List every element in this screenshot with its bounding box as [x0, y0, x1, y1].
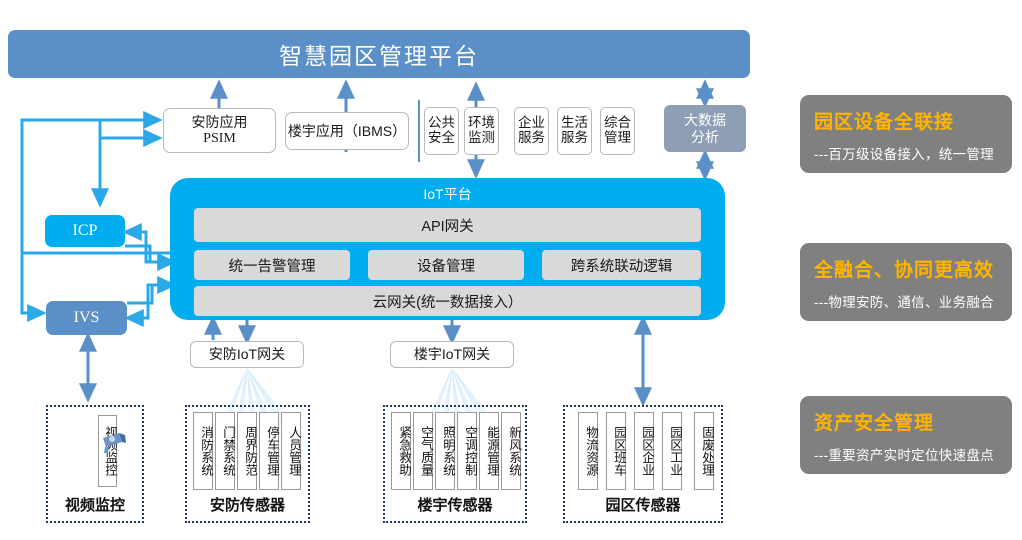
bigdata-label-line2: 分析 [691, 128, 719, 145]
feature-title: 全融合、协同更高效 [814, 260, 995, 281]
node-ivs[interactable]: IVS [46, 301, 127, 335]
sensor-cell-label: 物流资源 [584, 426, 598, 476]
group-video-monitor: 视频监控 [46, 405, 144, 523]
sensor-cell-label: 空气质量 [419, 426, 433, 476]
iot-api-gateway-label: API网关 [421, 218, 474, 235]
sensor-cell-label: 周界防范 [243, 426, 257, 476]
iot-platform-title: IoT平台 [423, 186, 472, 202]
iot-cloud-gateway-label: 云网关(统一数据接入） [372, 294, 523, 311]
camera-icon [103, 433, 126, 453]
app-label-line2: 管理 [604, 130, 631, 145]
app-label-line1: 环境 [468, 115, 495, 131]
sensor-cell-solid-waste[interactable]: 固废处理 [694, 412, 714, 490]
sensor-cell-fire-system[interactable]: 消防系统 [193, 412, 213, 490]
sensor-cell-park-enterprise[interactable]: 园区企业 [634, 412, 654, 490]
group-security-sensors: 安防传感器 [185, 405, 310, 523]
iot-cross-system-linkage-logic[interactable]: 跨系统联动逻辑 [542, 250, 701, 280]
node-icp[interactable]: ICP [45, 215, 125, 247]
sensor-cell-access-control[interactable]: 门禁系统 [215, 412, 235, 490]
node-ivs-label: IVS [73, 309, 100, 326]
sensor-cell-park-industry[interactable]: 园区工业 [662, 412, 682, 490]
app-box-enterprise-service[interactable]: 企业 服务 [514, 107, 549, 155]
page-title-bar: 智慧园区管理平台 [8, 30, 750, 78]
gateway-building-iot[interactable]: 楼宇IoT网关 [390, 341, 514, 368]
sensor-cell-perimeter-defense[interactable]: 周界防范 [237, 412, 257, 490]
sensor-cell-label: 消防系统 [199, 426, 213, 476]
group-building-sensors: 楼宇传感器 [383, 405, 527, 523]
sensor-cell-label: 紧急救助 [397, 426, 411, 476]
sensor-cell-label: 固废处理 [700, 426, 714, 476]
app-box-ibms[interactable]: 楼宇应用（IBMS） [285, 112, 409, 150]
sensor-cell-emergency-aid[interactable]: 紧急救助 [391, 412, 411, 490]
app-label-line1: 企业 [518, 115, 545, 131]
sensor-cell-personnel-management[interactable]: 人员管理 [281, 412, 301, 490]
node-icp-label: ICP [72, 222, 98, 239]
app-box-integrated-management[interactable]: 综合 管理 [600, 107, 635, 155]
sensor-cell-logistics-resources[interactable]: 物流资源 [578, 412, 598, 490]
sensor-cell-label: 停车管理 [265, 426, 279, 476]
app-psim-line2: PSIM [203, 130, 236, 146]
feature-title: 资产安全管理 [814, 413, 935, 434]
sensor-cell-air-quality[interactable]: 空气质量 [413, 412, 433, 490]
sensor-cell-fresh-air-system[interactable]: 新风系统 [501, 412, 521, 490]
app-label-line1: 生活 [561, 115, 588, 131]
feature-card-full-convergence: 全融合、协同更高效 ---物理安防、通信、业务融合 [800, 243, 1012, 321]
group-label: 楼宇传感器 [417, 497, 493, 514]
app-label-line1: 公共 [428, 115, 455, 131]
sensor-cell-label: 照明系统 [441, 426, 455, 476]
iot-cloud-gateway[interactable]: 云网关(统一数据接入） [194, 286, 701, 316]
bigdata-label-line1: 大数据 [684, 111, 726, 128]
app-box-environment-monitor[interactable]: 环境 监测 [464, 107, 499, 155]
sensor-cell-parking-management[interactable]: 停车管理 [259, 412, 279, 490]
iot-api-gateway[interactable]: API网关 [194, 208, 701, 242]
sensor-cell-label: 人员管理 [287, 426, 301, 476]
sensor-cell-label: 园区企业 [640, 426, 654, 476]
iot-device-management[interactable]: 设备管理 [368, 250, 524, 280]
sensor-cell-label: 新风系统 [507, 426, 521, 476]
app-psim-line1: 安防应用 [191, 114, 248, 131]
sensor-cell-label: 园区班车 [612, 426, 626, 476]
gateway-security-label: 安防IoT网关 [208, 346, 286, 363]
iot-unified-alarm-management[interactable]: 统一告警管理 [194, 250, 350, 280]
app-box-public-safety[interactable]: 公共 安全 [424, 107, 459, 155]
iot-module-label: 统一告警管理 [228, 258, 316, 275]
feature-subtitle: ---物理安防、通信、业务融合 [814, 295, 994, 310]
app-label-line2: 监测 [468, 130, 495, 145]
app-label-line1: 综合 [604, 115, 631, 131]
group-label: 园区传感器 [605, 497, 681, 514]
app-box-life-service[interactable]: 生活 服务 [557, 107, 592, 155]
sensor-cell-energy-management[interactable]: 能源管理 [479, 412, 499, 490]
sensor-cell-label: 园区工业 [668, 426, 682, 476]
feature-card-device-connectivity: 园区设备全联接 ---百万级设备接入，统一管理 [800, 95, 1012, 173]
sensor-cell-hvac-control[interactable]: 空调控制 [457, 412, 477, 490]
app-box-big-data-analysis[interactable]: 大数据 分析 [664, 105, 746, 152]
gateway-building-label: 楼宇IoT网关 [413, 346, 491, 363]
feature-subtitle: ---重要资产实时定位快速盘点 [814, 448, 994, 463]
sensor-cell-label: 门禁系统 [221, 426, 235, 476]
feature-subtitle: ---百万级设备接入，统一管理 [814, 147, 994, 162]
sensor-cell-lighting-system[interactable]: 照明系统 [435, 412, 455, 490]
sensor-cell-park-shuttle[interactable]: 园区班车 [606, 412, 626, 490]
page-title: 智慧园区管理平台 [279, 43, 479, 69]
iot-module-label: 跨系统联动逻辑 [570, 258, 673, 275]
feature-card-asset-security: 资产安全管理 ---重要资产实时定位快速盘点 [800, 396, 1012, 474]
feature-title: 园区设备全联接 [814, 112, 955, 133]
group-label: 安防传感器 [209, 497, 285, 514]
app-label-line2: 安全 [428, 130, 455, 145]
app-label-line2: 服务 [561, 130, 588, 145]
sensor-cell-label: 能源管理 [485, 426, 499, 476]
app-box-psim[interactable]: 安防应用 PSIM [163, 108, 276, 153]
app-label-line2: 服务 [518, 130, 545, 145]
iot-module-label: 设备管理 [417, 258, 475, 275]
group-label: 视频监控 [64, 497, 125, 514]
iot-platform-panel: IoT平台 API网关 统一告警管理 设备管理 跨系统联动逻辑 云网关(统一数据… [170, 178, 725, 320]
group-park-sensors: 园区传感器 [563, 405, 723, 523]
sensor-cell-label: 空调控制 [463, 426, 477, 476]
gateway-security-iot[interactable]: 安防IoT网关 [190, 341, 304, 368]
app-ibms-label: 楼宇应用（IBMS） [287, 122, 407, 139]
